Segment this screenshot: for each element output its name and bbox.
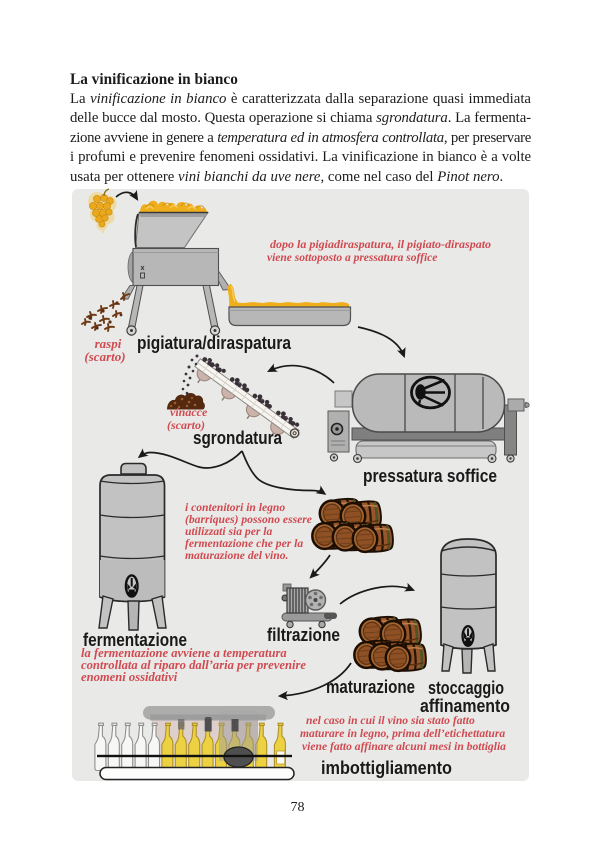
svg-text:filtrazione: filtrazione — [267, 625, 340, 645]
svg-text:maturazione del vino.: maturazione del vino. — [185, 549, 288, 562]
svg-text:pressatura soffice: pressatura soffice — [363, 466, 497, 486]
svg-text:maturare in legno, prima dell’: maturare in legno, prima dell’etichettat… — [300, 727, 505, 740]
svg-text:affinamento: affinamento — [420, 695, 510, 716]
svg-text:i contenitori in legno: i contenitori in legno — [185, 501, 285, 514]
svg-text:stoccaggio: stoccaggio — [428, 677, 504, 698]
svg-text:viene sottoposto a pressatura: viene sottoposto a pressatura soffice — [267, 252, 437, 264]
svg-text:(scarto): (scarto) — [167, 418, 205, 432]
svg-text:nel caso in cui il vino sia st: nel caso in cui il vino sia stato fatto — [306, 714, 475, 727]
svg-text:la fermentazione avviene a tem: la fermentazione avviene a temperatura — [81, 646, 287, 660]
svg-text:raspi: raspi — [95, 336, 122, 351]
svg-text:dopo la pigiadiraspatura, il p: dopo la pigiadiraspatura, il pigiato-dir… — [270, 237, 491, 251]
svg-text:fermentazione che per la: fermentazione che per la — [185, 537, 303, 550]
svg-text:fermentazione: fermentazione — [83, 629, 187, 650]
svg-text:viene fatto affinare alcuni me: viene fatto affinare alcuni mesi in bott… — [302, 740, 506, 753]
svg-text:sgrondatura: sgrondatura — [193, 428, 283, 448]
svg-text:controllata al riparo dall’ari: controllata al riparo dall’aria per prev… — [81, 658, 306, 672]
svg-text:imbottigliamento: imbottigliamento — [321, 758, 452, 778]
svg-text:enomeni ossidativi: enomeni ossidativi — [81, 670, 178, 684]
svg-text:(scarto): (scarto) — [84, 349, 125, 364]
svg-text:utilizzati sia per la: utilizzati sia per la — [185, 525, 272, 538]
svg-text:vinacce: vinacce — [170, 405, 208, 419]
svg-text:pigiatura/diraspatura: pigiatura/diraspatura — [137, 333, 292, 353]
svg-text:maturazione: maturazione — [326, 677, 415, 697]
svg-text:(barriques) possono essere: (barriques) possono essere — [185, 513, 312, 526]
